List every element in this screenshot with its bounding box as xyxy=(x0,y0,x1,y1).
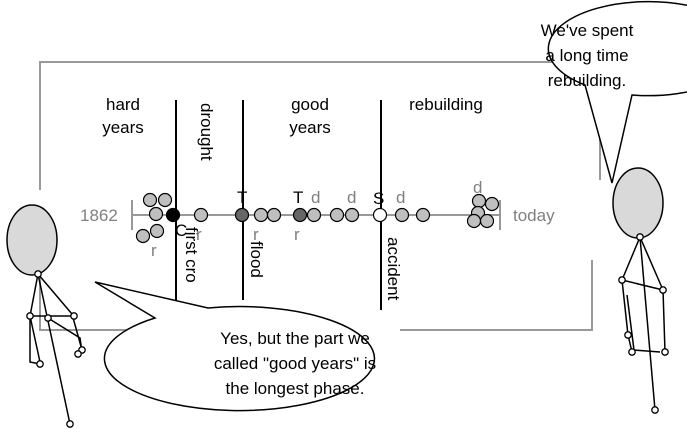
speech-right-line2: a long time xyxy=(545,46,628,65)
marker-t1: T xyxy=(237,188,247,207)
phase-hard-years-line2: years xyxy=(102,118,144,137)
event-dot xyxy=(148,206,164,222)
event-accident: accident xyxy=(384,237,403,301)
event-dot xyxy=(479,213,495,229)
phase-hard-years-line1: hard xyxy=(106,95,140,114)
small-label-r: r xyxy=(196,225,202,244)
event-dot xyxy=(165,207,181,223)
speech-right-line1: We've spent xyxy=(541,21,634,40)
event-dot xyxy=(292,207,308,223)
small-label-r: r xyxy=(253,225,259,244)
event-dot xyxy=(484,196,500,212)
timeline-end-label: today xyxy=(513,206,555,225)
event-dot xyxy=(193,207,209,223)
event-dot xyxy=(372,207,388,223)
stick-figure-right-joints xyxy=(618,233,669,414)
event-drought: drought xyxy=(197,103,216,161)
event-dot xyxy=(234,207,250,223)
small-label-d: d xyxy=(311,188,320,207)
speech-right-line3: rebuilding. xyxy=(548,71,626,90)
speech-bubble-right xyxy=(547,0,687,184)
event-dot xyxy=(329,207,345,223)
stick-figure-right xyxy=(612,167,666,411)
small-label-d: d xyxy=(473,178,482,197)
event-dot xyxy=(306,207,322,223)
small-label-d: d xyxy=(347,188,356,207)
speech-left-line1: Yes, but the part we xyxy=(220,329,370,348)
event-flood: flood xyxy=(247,241,266,278)
event-dot xyxy=(415,207,431,223)
timeline-start-label: 1862 xyxy=(80,206,118,225)
event-dot xyxy=(394,207,410,223)
event-dot xyxy=(149,223,165,239)
phase-good-years-line1: good xyxy=(291,95,329,114)
phase-rebuilding: rebuilding xyxy=(409,95,483,114)
marker-s: S xyxy=(373,189,384,208)
speech-left-line3: the longest phase. xyxy=(226,379,365,398)
small-label-r: r xyxy=(294,225,300,244)
event-dot xyxy=(344,207,360,223)
small-label-r: r xyxy=(151,241,157,260)
event-dot xyxy=(135,228,151,244)
event-dot xyxy=(466,213,482,229)
head-right xyxy=(612,167,664,239)
event-first-crop: first cro xyxy=(182,227,201,283)
stick-figure-left-joints xyxy=(26,270,86,428)
small-label-d: d xyxy=(396,188,405,207)
event-dot xyxy=(142,192,158,208)
marker-c: C xyxy=(175,221,187,240)
head-left xyxy=(6,204,58,276)
marker-t2: T xyxy=(293,188,303,207)
speech-bubble-left xyxy=(94,281,376,412)
phase-good-years-line2: years xyxy=(289,118,331,137)
event-dot xyxy=(253,207,269,223)
event-dots xyxy=(135,192,500,244)
speech-left-line2: called "good years" is xyxy=(214,354,376,373)
event-dot xyxy=(266,207,282,223)
event-dot xyxy=(157,192,173,208)
